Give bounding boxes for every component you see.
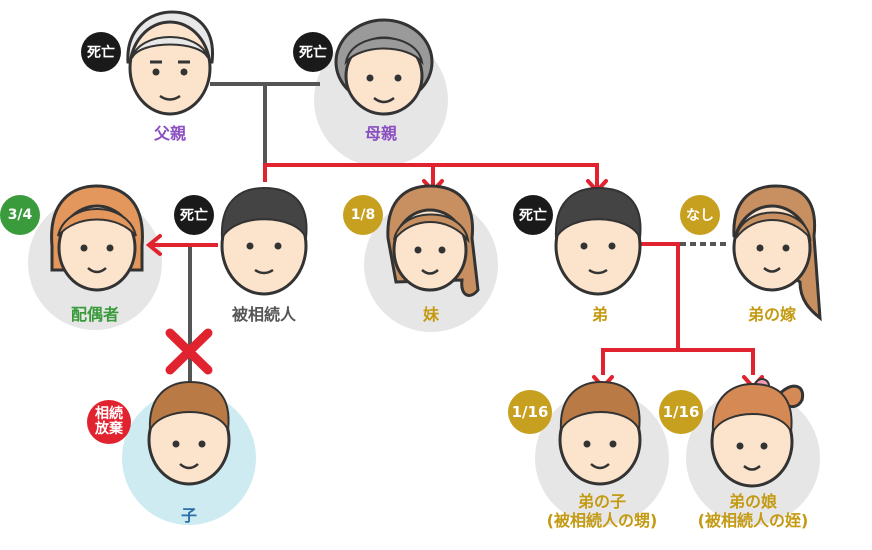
niece-share-badge: 1/16 <box>659 390 703 434</box>
nephew-share-badge: 1/16 <box>508 390 552 434</box>
child-face-icon <box>147 380 231 486</box>
gray-lines <box>188 82 320 392</box>
brother-wife-share-badge: なし <box>680 195 720 235</box>
nephew-label-line1: 弟の子 <box>577 492 627 511</box>
mother-label: 母親 <box>364 124 398 143</box>
brother-children-line <box>640 242 680 350</box>
decedent-deceased-badge: 死亡 <box>174 195 214 235</box>
mother-deceased-badge: 死亡 <box>293 32 333 72</box>
niece-label-line1: 弟の娘 <box>728 492 778 511</box>
child-renounce-line2: 放棄 <box>95 421 123 437</box>
nephew-label-line2: (被相続人の甥) <box>546 511 658 530</box>
children-bar <box>601 348 755 375</box>
brother-face-icon <box>554 186 642 296</box>
nephew-label: 弟の子 (被相続人の甥) <box>547 492 658 530</box>
spouse-face-icon <box>50 184 144 292</box>
nephew-face-icon <box>558 380 642 486</box>
father-face-icon <box>126 10 214 116</box>
decedent-label: 被相続人 <box>231 305 297 324</box>
renounce-x-icon <box>165 328 213 375</box>
brother-wife-face-icon <box>732 184 822 322</box>
arrow-spouse <box>145 234 162 256</box>
child-label: 子 <box>180 506 198 525</box>
sister-label: 妹 <box>422 305 440 324</box>
niece-label: 弟の娘 (被相続人の姪) <box>698 492 809 530</box>
spouse-share-badge: 3/4 <box>0 195 40 235</box>
brother-wife-label: 弟の嫁 <box>747 305 797 324</box>
red-lines <box>150 163 755 375</box>
sister-face-icon <box>386 184 480 297</box>
niece-face-icon <box>710 378 805 488</box>
sister-share-badge: 1/8 <box>343 195 383 235</box>
child-renounce-badge: 相続 放棄 <box>87 400 131 444</box>
father-label: 父親 <box>153 124 187 143</box>
decedent-face-icon <box>220 186 308 296</box>
child-renounce-line1: 相続 <box>95 406 123 422</box>
brother-deceased-badge: 死亡 <box>513 195 553 235</box>
brother-label: 弟 <box>591 305 609 324</box>
niece-label-line2: (被相続人の姪) <box>697 511 809 530</box>
father-deceased-badge: 死亡 <box>81 32 121 72</box>
mother-face-icon <box>334 18 434 116</box>
spouse-label: 配偶者 <box>70 305 120 324</box>
